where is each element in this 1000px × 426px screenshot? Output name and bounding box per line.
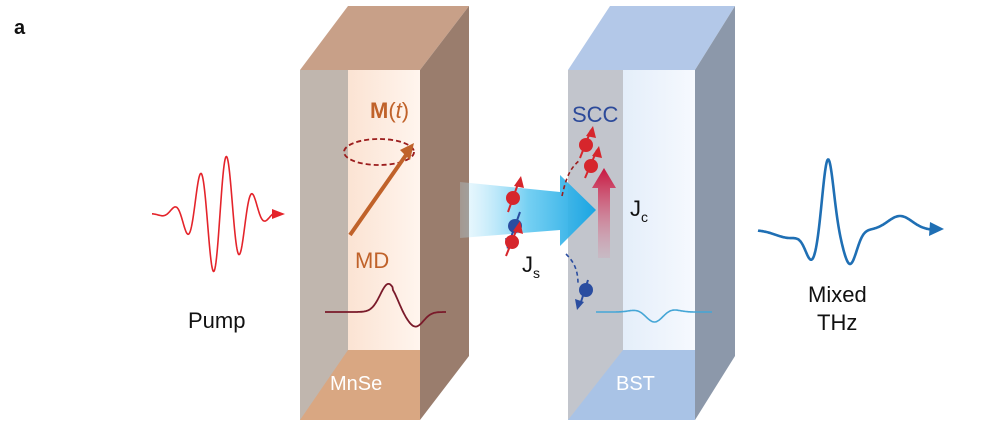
scc-label: SCC — [572, 102, 619, 127]
spin-carrier-red-1 — [506, 176, 524, 213]
bst-front-face — [623, 70, 695, 350]
mnse-left-face — [300, 70, 348, 420]
thz-label: THz — [817, 310, 857, 335]
js-main: J — [522, 252, 533, 277]
md-waveform — [325, 283, 446, 328]
bst-left-face — [568, 70, 623, 420]
bst-bottom-face — [568, 350, 695, 420]
spin-carrier-red-3 — [579, 126, 596, 159]
pump-pulse-wave — [152, 155, 275, 273]
magnetization-symbol: M — [370, 98, 388, 123]
bst-right-face — [695, 6, 735, 420]
bst-waveform — [596, 309, 712, 323]
magnetization-arg: t — [396, 98, 403, 123]
mixed-label: Mixed — [808, 282, 867, 307]
magnetization-arrow — [348, 153, 408, 237]
bst-top-face — [568, 6, 735, 70]
jc-main: J — [630, 196, 641, 221]
magnetization-arrowhead — [400, 143, 414, 160]
spin-carrier-red-2 — [505, 221, 523, 257]
precession-cone-ellipse — [343, 138, 415, 166]
mnse-label: MnSe — [330, 373, 382, 395]
thz-waveform — [757, 158, 932, 266]
jc-arrow — [592, 168, 616, 258]
bst-label: BST — [616, 373, 655, 395]
jc-label: Jc — [630, 196, 648, 225]
md-label: MD — [355, 248, 389, 273]
spin-carrier-blue-2 — [575, 279, 593, 310]
js-label: Js — [522, 252, 540, 281]
thz-arrowhead — [929, 222, 944, 236]
scc-deflect-up-path — [561, 159, 581, 197]
mnse-slab: MnSe — [300, 6, 469, 420]
js-sub: s — [533, 265, 540, 281]
mnse-top-face — [300, 6, 469, 70]
mnse-front-face — [348, 70, 420, 350]
panel-label: a — [14, 17, 26, 39]
bst-slab: BST — [568, 6, 735, 420]
scc-deflect-down-path — [565, 253, 579, 285]
magnetization-label: M(t) — [370, 98, 409, 123]
mnse-right-face — [420, 6, 469, 420]
jc-sub: c — [641, 209, 648, 225]
spin-carrier-red-4 — [584, 146, 602, 179]
pump-label: Pump — [188, 308, 245, 333]
pump-arrowhead — [272, 209, 285, 219]
mnse-bottom-face — [300, 350, 420, 420]
